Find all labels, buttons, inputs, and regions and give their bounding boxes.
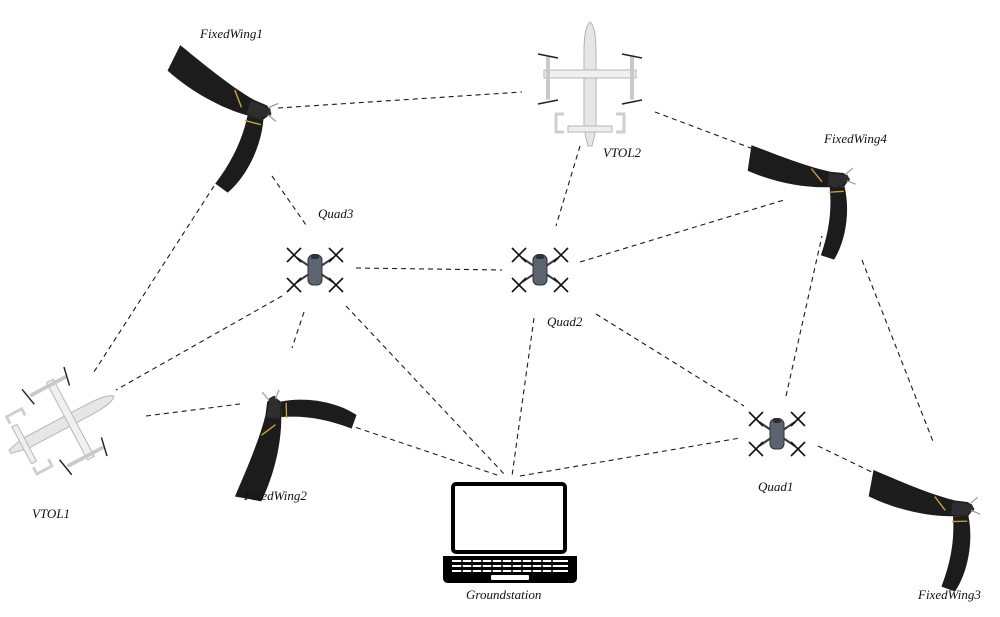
quad2-label: Quad2 bbox=[547, 314, 583, 329]
link-quad3-vtol1 bbox=[115, 295, 283, 391]
link-quad3-groundstation bbox=[345, 305, 507, 477]
vtol-drone-icon bbox=[0, 351, 139, 497]
link-vtol2-quad2 bbox=[555, 145, 581, 227]
fixed-wing-drone-icon bbox=[151, 43, 286, 199]
link-vtol2-fixedwing4 bbox=[654, 111, 773, 157]
link-quad2-fixedwing4 bbox=[579, 199, 785, 263]
link-fixedwing1-vtol2 bbox=[277, 91, 523, 109]
vtol1-label: VTOL1 bbox=[32, 506, 70, 521]
fixedwing3-label: FixedWing3 bbox=[917, 587, 981, 602]
fixedwing1-node: FixedWing1 bbox=[151, 26, 286, 199]
quadcopter-drone-icon bbox=[510, 246, 570, 294]
vtol2-node: VTOL2 bbox=[536, 20, 644, 160]
quad1-label: Quad1 bbox=[758, 479, 793, 494]
vtol-drone-icon bbox=[536, 20, 644, 148]
link-fixedwing4-fixedwing3 bbox=[861, 259, 935, 445]
fixedwing2-node: FixedWing2 bbox=[220, 378, 368, 506]
link-quad3-quad2 bbox=[355, 267, 503, 271]
vtol1-node: VTOL1 bbox=[0, 351, 139, 521]
link-quad1-fixedwing4 bbox=[785, 235, 823, 397]
fixed-wing-drone-icon bbox=[742, 127, 869, 273]
link-quad2-groundstation bbox=[511, 317, 535, 477]
quadcopter-drone-icon bbox=[747, 410, 807, 458]
quad2-node: Quad2 bbox=[510, 246, 583, 329]
quad1-node: Quad1 bbox=[747, 410, 807, 494]
fixedwing4-label: FixedWing4 bbox=[823, 131, 887, 146]
fixedwing2-label: FixedWing2 bbox=[243, 488, 307, 503]
link-quad1-fixedwing3 bbox=[817, 445, 881, 477]
link-fixedwing1-vtol1 bbox=[91, 185, 215, 376]
link-fixedwing1-quad3 bbox=[271, 175, 307, 226]
vtol2-label: VTOL2 bbox=[603, 145, 642, 160]
fixed-wing-drone-icon bbox=[864, 455, 992, 603]
quad3-node: Quad3 bbox=[285, 206, 354, 294]
groundstation-node: Groundstation bbox=[443, 482, 577, 602]
fixedwing4-node: FixedWing4 bbox=[742, 127, 887, 273]
fixed-wing-drone-icon bbox=[220, 378, 368, 506]
laptop-icon bbox=[443, 482, 577, 583]
link-vtol1-fixedwing2 bbox=[145, 403, 241, 417]
quad3-label: Quad3 bbox=[318, 206, 354, 221]
link-quad2-quad1 bbox=[595, 313, 745, 407]
quadcopter-drone-icon bbox=[285, 246, 345, 294]
groundstation-label: Groundstation bbox=[466, 587, 541, 602]
link-layer bbox=[91, 91, 935, 477]
fixedwing3-node: FixedWing3 bbox=[864, 455, 992, 603]
fixedwing1-label: FixedWing1 bbox=[199, 26, 263, 41]
link-quad3-fixedwing2 bbox=[291, 311, 305, 349]
link-groundstation-quad1 bbox=[519, 437, 741, 477]
